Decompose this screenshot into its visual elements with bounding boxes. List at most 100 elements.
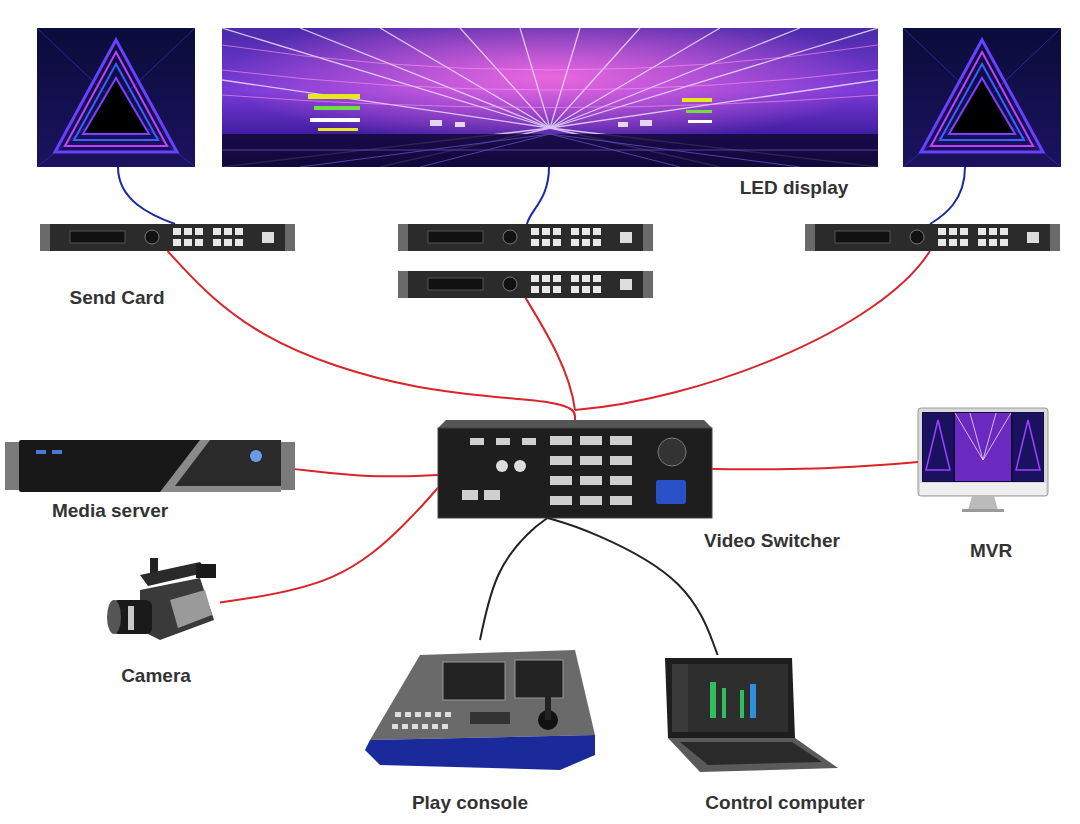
- light-bars: [310, 118, 360, 122]
- grid-lines: [222, 45, 878, 108]
- ports: [522, 438, 536, 445]
- light-bars: [688, 120, 712, 123]
- console-buttons: [415, 712, 421, 717]
- lens-ring: [128, 606, 134, 630]
- power-button: [250, 450, 262, 462]
- light-bars: [640, 120, 652, 126]
- base: [962, 509, 1004, 512]
- perspective-rays: [460, 28, 550, 128]
- screen: [922, 412, 1044, 482]
- chassis: [19, 440, 281, 492]
- side-panel: [170, 590, 212, 628]
- light-bars: [455, 122, 465, 127]
- console-buttons: [402, 724, 408, 729]
- ports: [462, 490, 478, 500]
- console-node: Play console: [365, 640, 595, 770]
- send-card-node: Send Card: [40, 224, 295, 251]
- light-bars: [618, 122, 628, 127]
- console-buttons: [442, 724, 448, 729]
- ports: [610, 476, 632, 485]
- send-card-device: [40, 224, 295, 251]
- desk-top: [370, 650, 595, 740]
- rack-ear: [279, 442, 295, 490]
- ports: [580, 496, 602, 505]
- chin: [920, 483, 1046, 495]
- signal-cable: [480, 518, 548, 640]
- console-buttons: [392, 724, 398, 729]
- camera-device: [107, 558, 216, 640]
- console-buttons: [445, 712, 451, 717]
- sidebar: [672, 664, 688, 732]
- viewfinder: [196, 564, 216, 578]
- rear-panel: [438, 428, 712, 518]
- ports: [580, 436, 602, 445]
- grid-lines: [222, 95, 878, 108]
- signal-cable: [548, 518, 718, 655]
- led-panel-center: [222, 28, 878, 167]
- console-buttons: [405, 712, 411, 717]
- perspective-rays: [520, 28, 550, 128]
- ports: [470, 438, 484, 445]
- fan: [658, 438, 686, 466]
- ports: [550, 476, 572, 485]
- led-panel-right: [903, 28, 1061, 167]
- ports: [610, 436, 632, 445]
- screen-art: [955, 413, 1011, 460]
- ports: [462, 436, 632, 505]
- device-label: Camera: [121, 666, 191, 687]
- video-switcher-node: Video Switcher: [438, 420, 712, 518]
- signal-cable: [220, 488, 438, 603]
- monitor-node: MVR: [918, 408, 1048, 512]
- screen-pane: [955, 413, 1011, 481]
- front-strip: [365, 735, 595, 770]
- light-bars: [686, 110, 712, 113]
- ports: [550, 436, 572, 445]
- console-buttons: [432, 724, 438, 729]
- screen-art: [983, 413, 1011, 460]
- light-bars: [318, 128, 358, 131]
- keyboard-deck: [668, 738, 838, 772]
- panel-inset: [175, 440, 281, 486]
- console-buttons: [425, 712, 431, 717]
- video-switcher-device: [438, 420, 712, 518]
- signal-wire: [527, 167, 549, 224]
- console-screen: [515, 660, 563, 698]
- screen-art: [926, 420, 950, 470]
- screen-area: [672, 664, 788, 732]
- device-label: Video Switcher: [704, 531, 840, 552]
- device-label: Send Card: [69, 288, 164, 309]
- silver-panel: [160, 440, 281, 492]
- grid-lines: [222, 70, 878, 90]
- ports: [496, 438, 510, 445]
- screen-bar: [740, 690, 744, 718]
- led-display-node: LED display: [222, 28, 878, 167]
- floor-lines: [222, 134, 878, 167]
- ports: [550, 456, 572, 465]
- screen-art: [983, 413, 996, 460]
- usb-port: [36, 450, 46, 454]
- screen-art: [970, 413, 983, 460]
- t-bar-slot: [470, 712, 510, 724]
- screen-pane: [923, 413, 953, 481]
- light-bars: [430, 120, 442, 126]
- usb-port: [52, 450, 62, 454]
- device-label: Control computer: [705, 793, 864, 814]
- signal-cable: [712, 462, 918, 469]
- perspective-rays: [550, 28, 878, 128]
- panel-glow: [222, 28, 878, 167]
- screen-pane: [1013, 413, 1043, 481]
- screen-art: [1016, 420, 1040, 470]
- ports: [610, 456, 632, 465]
- perspective-rays: [550, 28, 800, 128]
- console-buttons: [395, 712, 401, 717]
- laptop-device: [665, 658, 838, 772]
- light-bars: [308, 94, 712, 131]
- led-panel-left: [37, 28, 195, 167]
- panel-bg: [222, 28, 878, 167]
- device-label: MVR: [970, 541, 1012, 562]
- screen-art: [955, 413, 983, 460]
- console-buttons: [435, 712, 441, 717]
- light-bars: [308, 94, 360, 99]
